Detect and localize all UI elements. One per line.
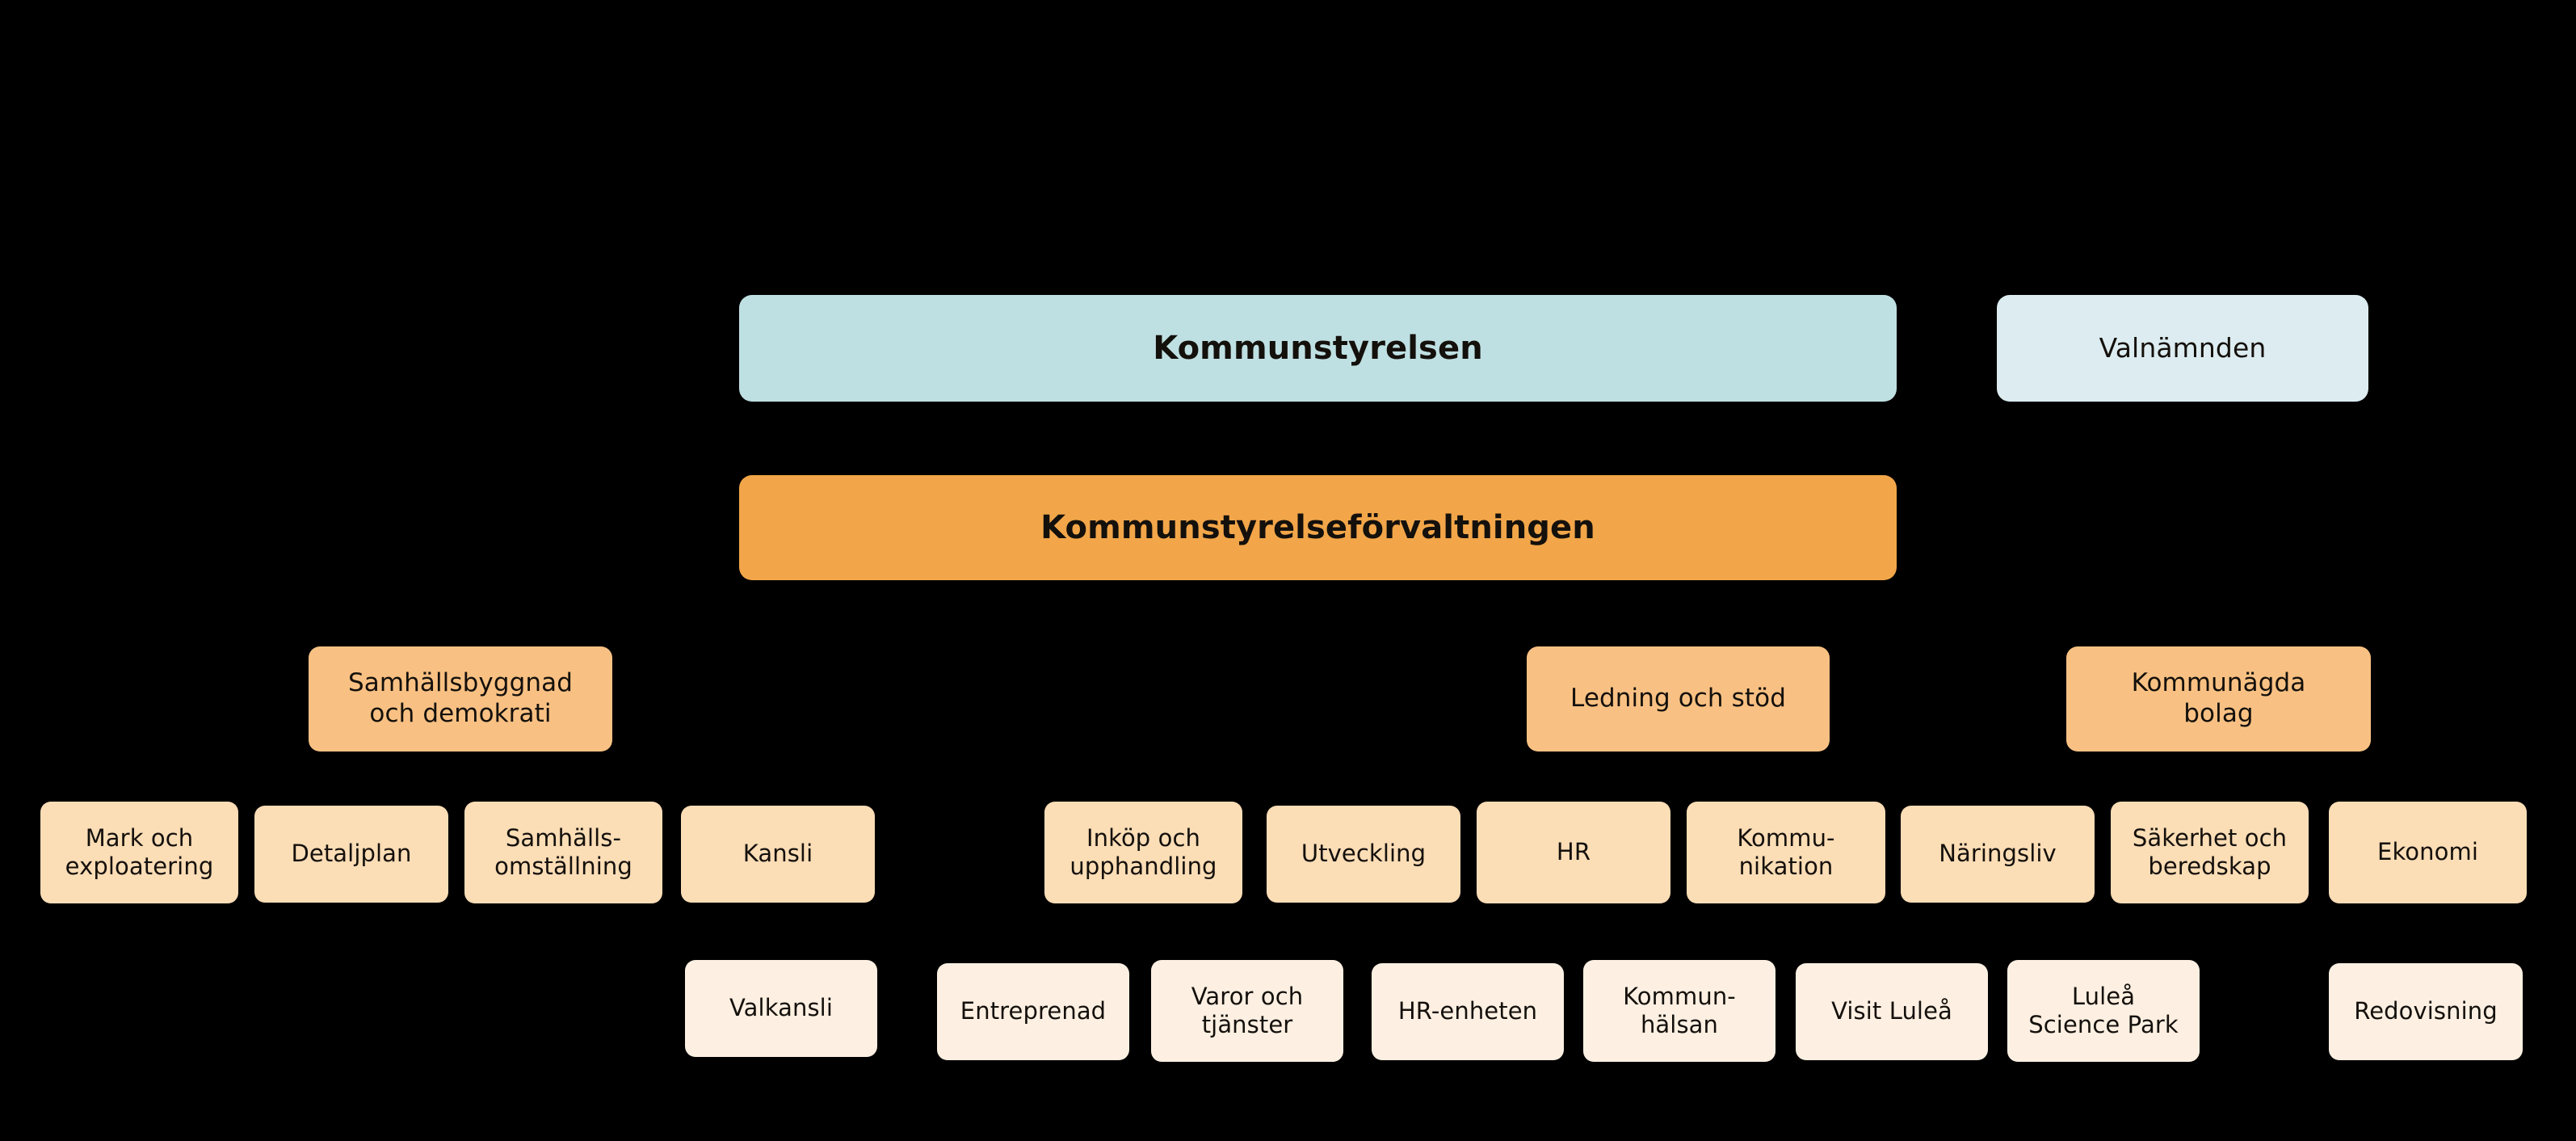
org-node-visit-lulea[interactable]: Visit Luleå: [1796, 963, 1988, 1060]
org-node-lulea-science-park[interactable]: Luleå Science Park: [2007, 960, 2200, 1062]
org-node-kommunhalsan[interactable]: Kommun- hälsan: [1583, 960, 1775, 1062]
org-node-samhallsomstallning[interactable]: Samhälls- omställning: [464, 802, 662, 903]
org-node-sakerhet-och-beredskap[interactable]: Säkerhet och beredskap: [2111, 802, 2309, 903]
org-node-mark-och-exploatering[interactable]: Mark och exploatering: [40, 802, 238, 903]
org-node-kommunstyrelseforvaltningen[interactable]: Kommunstyrelseförvaltningen: [739, 475, 1897, 580]
org-node-inkop-och-upphandling[interactable]: Inköp och upphandling: [1044, 802, 1242, 903]
org-node-kommunagda-bolag[interactable]: Kommunägda bolag: [2066, 646, 2371, 752]
org-node-samhallsbyggnad-och-demokrati[interactable]: Samhällsbyggnad och demokrati: [309, 646, 612, 752]
org-node-naringsliv[interactable]: Näringsliv: [1901, 806, 2095, 903]
org-node-valnamnden[interactable]: Valnämnden: [1997, 295, 2368, 402]
org-node-detaljplan[interactable]: Detaljplan: [254, 806, 448, 903]
org-node-valkansli[interactable]: Valkansli: [685, 960, 877, 1057]
org-node-kommunikation[interactable]: Kommu- nikation: [1687, 802, 1885, 903]
org-node-varor-och-tjanster[interactable]: Varor och tjänster: [1151, 960, 1343, 1062]
org-node-hr[interactable]: HR: [1477, 802, 1670, 903]
org-node-entreprenad[interactable]: Entreprenad: [937, 963, 1129, 1060]
org-node-ledning-och-stod[interactable]: Ledning och stöd: [1527, 646, 1830, 752]
org-node-redovisning[interactable]: Redovisning: [2329, 963, 2523, 1060]
org-node-ekonomi[interactable]: Ekonomi: [2329, 802, 2527, 903]
org-node-hr-enheten[interactable]: HR-enheten: [1372, 963, 1564, 1060]
org-node-utveckling[interactable]: Utveckling: [1267, 806, 1460, 903]
org-node-kansli[interactable]: Kansli: [681, 806, 875, 903]
org-node-kommunstyrelsen[interactable]: Kommunstyrelsen: [739, 295, 1897, 402]
